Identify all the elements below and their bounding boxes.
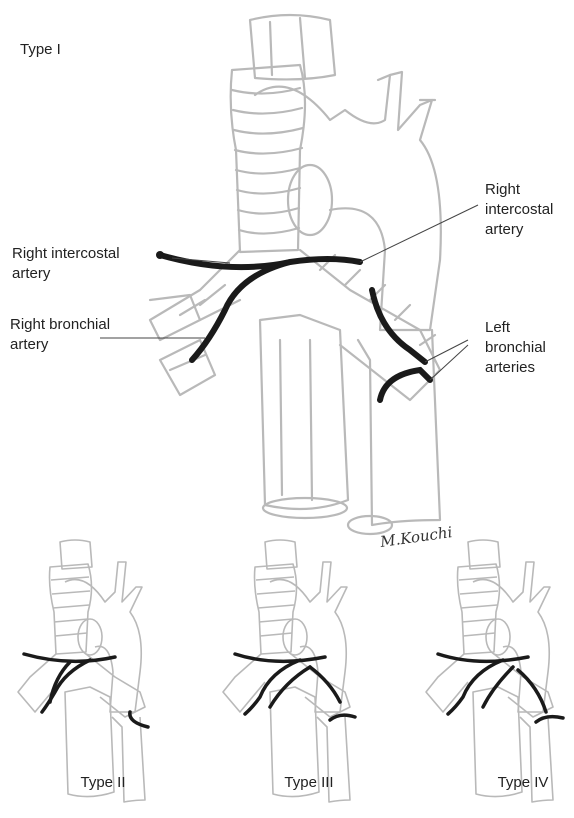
type-iii-drawing — [223, 540, 355, 802]
type-ii-caption: Type II — [48, 774, 158, 792]
type-iv-caption: Type IV — [468, 774, 574, 792]
type-iv-drawing — [426, 540, 563, 802]
type-ii-drawing — [18, 540, 148, 802]
type-iii-caption: Type III — [254, 774, 364, 792]
